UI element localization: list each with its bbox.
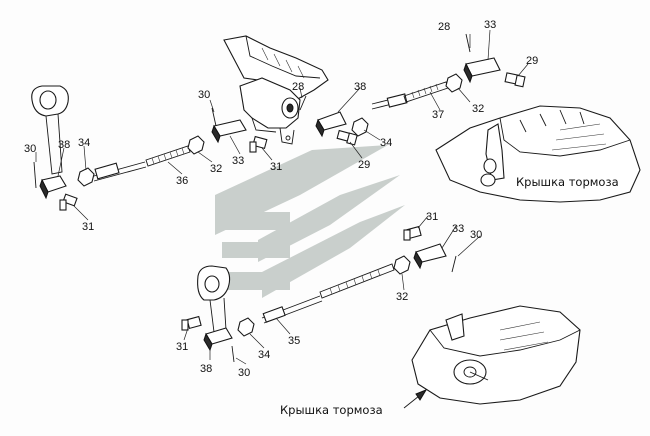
rod-35 xyxy=(261,263,395,324)
label-33-top: 33 xyxy=(484,19,496,31)
clevis-lower-left xyxy=(203,327,233,352)
label-34-mid: 34 xyxy=(380,137,392,149)
clevis-left xyxy=(39,175,67,200)
label-28-mid: 28 xyxy=(292,81,304,93)
label-28-top: 28 xyxy=(438,21,450,33)
pin-lower-right xyxy=(403,225,422,241)
label-30-left: 30 xyxy=(24,143,36,155)
pin-lower-left xyxy=(181,315,202,331)
cotter-pin-28-mid xyxy=(299,95,307,111)
label-31-lower-right: 31 xyxy=(426,211,438,223)
clevis-lower-right xyxy=(413,243,447,270)
label-30-mid: 30 xyxy=(198,89,210,101)
nut-32-lower xyxy=(393,255,411,275)
leader-lines xyxy=(35,29,529,365)
label-37: 37 xyxy=(432,109,444,121)
nut-32-mid xyxy=(187,135,205,155)
label-33-lower: 33 xyxy=(452,223,464,235)
brake-cover-upper xyxy=(435,105,641,203)
label-34-lower: 34 xyxy=(258,349,270,361)
nut-34-mid xyxy=(351,117,369,137)
nut-32-right xyxy=(445,73,463,93)
cotter-pin-mid xyxy=(211,107,217,127)
label-29-top: 29 xyxy=(526,55,538,67)
lever-housing-lower xyxy=(197,265,231,333)
label-34-left: 34 xyxy=(78,137,90,149)
lever-housing-left xyxy=(31,85,69,175)
pin-mid xyxy=(249,135,268,153)
rod-37 xyxy=(371,81,449,110)
label-31-left: 31 xyxy=(82,221,94,233)
pin-29-right xyxy=(504,72,526,88)
cotter-pin-lower-right xyxy=(451,255,457,273)
label-30-lower-left: 30 xyxy=(238,367,250,379)
pin-29-mid xyxy=(336,129,358,146)
nut-left xyxy=(77,167,95,187)
arrow-lower xyxy=(403,388,428,409)
label-35: 35 xyxy=(288,335,300,347)
cotter-pin-left xyxy=(33,161,37,189)
watermark-logo xyxy=(215,145,405,298)
label-38-lower: 38 xyxy=(200,363,212,375)
cotter-pin-lower-left xyxy=(231,345,235,363)
label-29-mid: 29 xyxy=(358,159,370,171)
label-32-lower: 32 xyxy=(396,291,408,303)
nut-34-lower xyxy=(237,317,255,337)
label-32-right: 32 xyxy=(472,103,484,115)
label-30-lower-right: 30 xyxy=(470,229,482,241)
label-31-lower-left: 31 xyxy=(176,341,188,353)
label-33-mid: 33 xyxy=(232,155,244,167)
clevis-right xyxy=(463,57,501,84)
cotter-pin-28-right xyxy=(465,33,471,53)
clevis-mid xyxy=(211,119,247,144)
rod-36 xyxy=(93,145,191,182)
label-36: 36 xyxy=(176,175,188,187)
label-31-mid: 31 xyxy=(270,161,282,173)
clevis-38-upper xyxy=(315,111,347,138)
brake-cover-lower xyxy=(411,305,581,405)
caption-brake-cover-lower: Крышка тормоза xyxy=(280,403,383,417)
caption-brake-cover-upper: Крышка тормоза xyxy=(516,175,619,189)
label-32-mid: 32 xyxy=(210,163,222,175)
pin-left xyxy=(59,193,78,211)
label-38-left: 38 xyxy=(58,139,70,151)
brake-bracket xyxy=(223,35,329,145)
label-38-upper: 38 xyxy=(354,81,366,93)
